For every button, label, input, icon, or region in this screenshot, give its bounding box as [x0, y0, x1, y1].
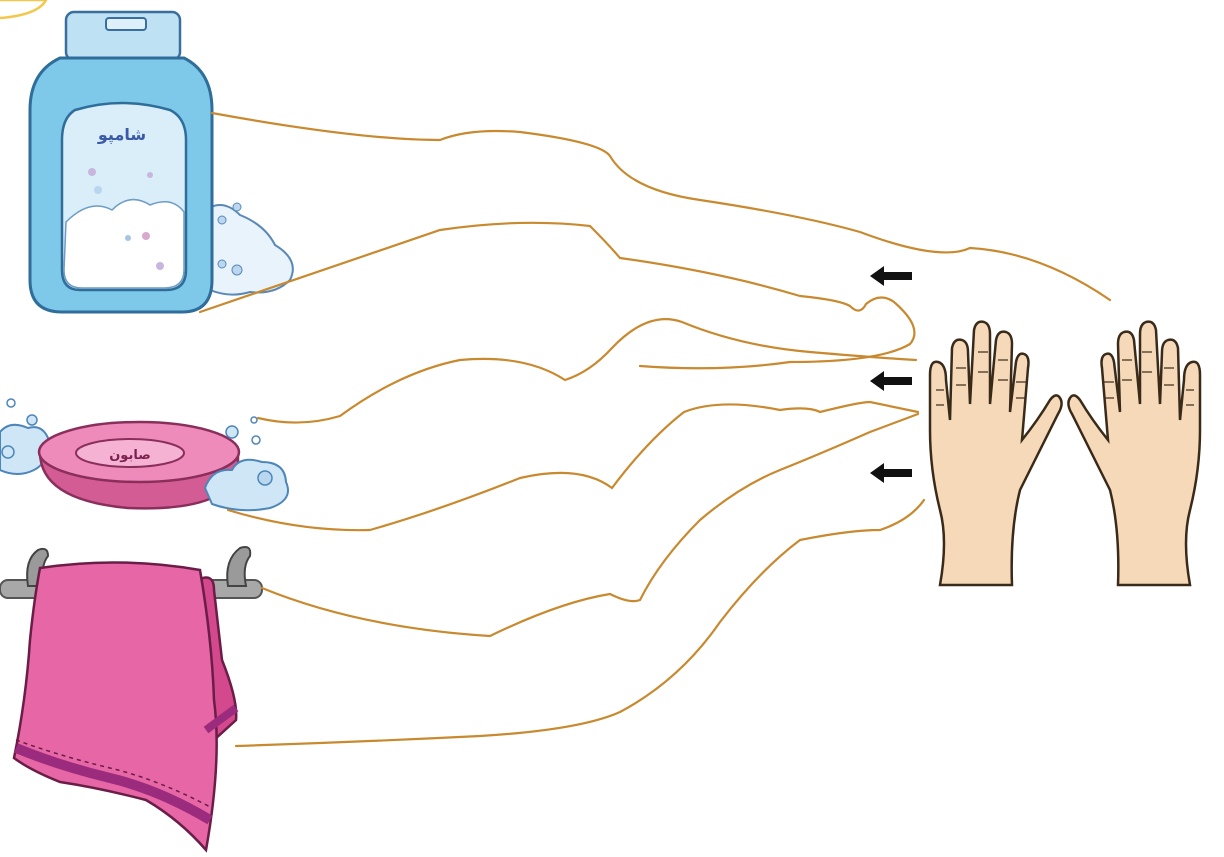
arrow-left-icon — [870, 463, 912, 483]
bottle-inner-foam — [64, 200, 184, 288]
foam-bubble — [233, 203, 241, 211]
foam-bubble — [232, 265, 242, 275]
soap-bubble — [27, 415, 37, 425]
soap-bubble — [251, 417, 257, 423]
foam-cloud — [200, 205, 293, 295]
towel — [0, 547, 262, 850]
trace-line — [200, 223, 914, 368]
hands — [930, 322, 1200, 585]
soap-bubble — [7, 399, 15, 407]
soap-bar: صابون — [0, 399, 288, 510]
arrow-left-icon — [870, 266, 912, 286]
soap-bubble — [252, 436, 260, 444]
shampoo-bottle: شامپو — [30, 12, 293, 312]
trace-line — [212, 113, 1110, 300]
trace-line — [258, 319, 916, 422]
foam-bubble — [218, 216, 226, 224]
soap-label: صابون — [109, 448, 151, 463]
inner-bubble — [147, 172, 153, 178]
inner-bubble — [94, 186, 102, 194]
soap-bubble — [258, 471, 272, 485]
inner-bubble — [88, 168, 96, 176]
inner-bubble — [125, 235, 131, 241]
inner-bubble — [156, 262, 164, 270]
left-hand — [930, 322, 1062, 585]
inner-bubble — [142, 232, 150, 240]
foam-bubble — [218, 260, 226, 268]
header-corner-circle — [0, 0, 46, 18]
arrow-left-icon — [870, 371, 912, 391]
trace-line — [228, 402, 918, 530]
soap-bubble — [226, 426, 238, 438]
soap-bubble — [2, 446, 14, 458]
bottle-cap-top — [106, 18, 146, 30]
trace-line — [236, 500, 924, 746]
shampoo-label: شامپو — [97, 125, 146, 145]
right-hand — [1068, 322, 1200, 585]
trace-line — [262, 414, 918, 636]
